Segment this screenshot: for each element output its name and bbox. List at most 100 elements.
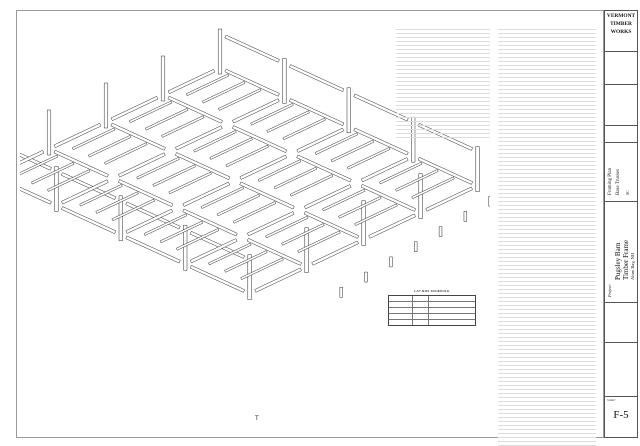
schedule-row xyxy=(498,86,596,90)
joist xyxy=(250,103,294,126)
schedule-row xyxy=(396,54,490,58)
schedule-row xyxy=(396,70,490,74)
schedule-row xyxy=(498,110,596,114)
schedule-row xyxy=(498,266,596,270)
schedule-row xyxy=(498,130,596,134)
cross-beam xyxy=(189,238,238,264)
schedule-row xyxy=(498,178,596,182)
schedule-row xyxy=(498,94,596,98)
schedule-row xyxy=(498,282,596,286)
post xyxy=(118,195,123,242)
schedule-row xyxy=(498,182,596,186)
cross-beam xyxy=(239,154,288,180)
plan-title-cell: Framing Plan Base Trusses SC xyxy=(605,143,637,202)
post xyxy=(304,227,309,273)
schedule-row xyxy=(396,58,490,62)
cross-beam xyxy=(125,208,174,234)
schedule-row xyxy=(498,102,596,106)
schedule-row xyxy=(396,82,490,86)
title-block-cell xyxy=(605,126,637,143)
schedule-row xyxy=(498,346,596,350)
joist xyxy=(224,250,268,273)
schedule-row xyxy=(498,70,596,74)
post xyxy=(54,166,59,212)
post xyxy=(418,173,423,219)
sill-beam xyxy=(303,211,360,239)
schedule-row xyxy=(498,406,596,410)
schedule-row xyxy=(498,326,596,330)
plan-scale: SC xyxy=(625,190,630,195)
project-type: Timber Frame xyxy=(622,240,630,280)
project-info-cell xyxy=(605,303,637,343)
schedule-row xyxy=(498,134,596,138)
schedule-row xyxy=(498,126,596,130)
joist xyxy=(161,115,205,138)
joist xyxy=(330,139,375,163)
schedule-row xyxy=(498,270,596,274)
peg xyxy=(438,226,443,237)
schedule-row xyxy=(498,210,596,214)
schedule-row xyxy=(498,382,596,386)
joist xyxy=(209,137,253,160)
schedule-row xyxy=(498,354,596,358)
schedule-row xyxy=(498,390,596,394)
schedule-row xyxy=(498,350,596,354)
schedule-row xyxy=(498,254,596,258)
schedule-row xyxy=(498,142,596,146)
joist xyxy=(193,130,237,153)
legend-row xyxy=(389,302,475,308)
cross-beam xyxy=(368,213,416,239)
company-name-3: WORKS xyxy=(610,29,632,35)
joist xyxy=(225,144,269,168)
schedule-row xyxy=(498,202,596,206)
schedule-row xyxy=(498,222,596,226)
schedule-row xyxy=(396,78,490,82)
girt xyxy=(60,172,117,200)
joist xyxy=(257,159,302,182)
girt xyxy=(353,93,409,122)
schedule-row xyxy=(498,138,596,142)
post xyxy=(475,146,480,192)
joist xyxy=(208,242,252,266)
lay-box-schedule: LAY BOX SCHEDULE xyxy=(388,289,476,341)
schedule-row xyxy=(498,378,596,382)
joist xyxy=(128,100,173,124)
joist xyxy=(159,220,204,244)
girt xyxy=(417,123,474,151)
schedule-row xyxy=(498,426,596,430)
cross-beam xyxy=(246,211,295,237)
schedule-row xyxy=(498,146,596,150)
schedule-row xyxy=(498,434,596,438)
schedule-row xyxy=(498,26,596,30)
schedule-row xyxy=(396,130,490,134)
cross-beam xyxy=(167,69,216,94)
schedule-row xyxy=(498,334,596,338)
sill-beam xyxy=(224,68,280,97)
title-block-cell xyxy=(605,344,637,397)
schedule-row xyxy=(498,98,596,102)
schedule-row xyxy=(498,298,596,302)
post xyxy=(217,28,223,75)
cross-beam xyxy=(175,125,223,151)
sill-beam xyxy=(231,125,288,153)
schedule-row xyxy=(498,410,596,414)
schedule-row xyxy=(498,442,596,446)
girt xyxy=(288,64,345,92)
cross-beam xyxy=(232,98,280,124)
joist xyxy=(273,166,318,190)
schedule-row xyxy=(498,294,596,298)
schedule-row xyxy=(498,166,596,170)
schedule-row xyxy=(396,50,490,54)
sill-beam xyxy=(246,238,303,266)
schedule-row xyxy=(498,322,596,326)
schedule-row xyxy=(498,46,596,50)
sill-beam xyxy=(360,184,417,212)
title-block-cell xyxy=(605,52,637,85)
joist xyxy=(289,174,334,197)
joist xyxy=(218,88,262,111)
legend-row xyxy=(389,320,475,325)
joist xyxy=(232,201,277,224)
schedule-row xyxy=(498,362,596,366)
joist xyxy=(281,223,325,246)
title-block-cell xyxy=(605,85,637,126)
